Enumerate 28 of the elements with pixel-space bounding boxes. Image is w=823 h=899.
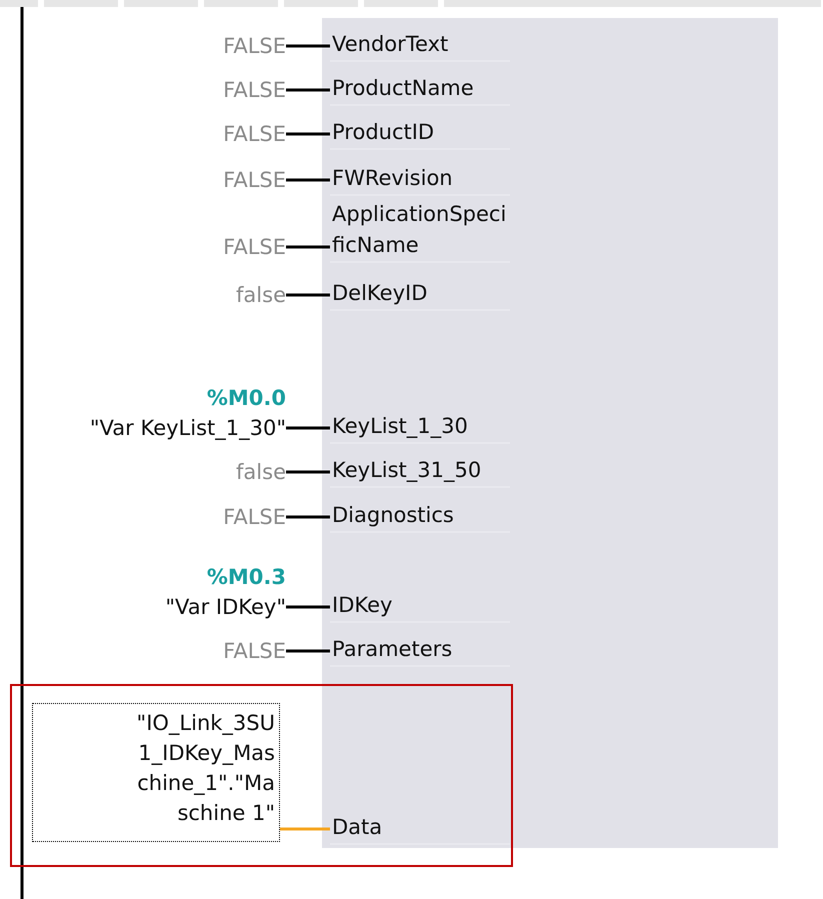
- connector-line: [286, 606, 330, 608]
- connector-line: [286, 44, 330, 48]
- address-label: %M0.3: [206, 564, 286, 591]
- constant-value: false: [86, 457, 286, 487]
- symbol-label: "Var IDKey": [164, 594, 286, 621]
- variable-name: "IO_Link_3SU1_IDKey_Maschine_1"."Maschine 1": [136, 710, 275, 827]
- constant-value: FALSE: [86, 165, 286, 195]
- constant-value: FALSE: [86, 502, 286, 532]
- connector-line: [286, 516, 330, 518]
- connector-line: [286, 88, 330, 92]
- connector-line: [286, 178, 330, 182]
- variable-box: [32, 703, 280, 842]
- address-label: %M0.0: [206, 385, 286, 412]
- function-block: [322, 18, 778, 848]
- constant-value: FALSE: [86, 636, 286, 666]
- constant-value: FALSE: [86, 232, 286, 262]
- connector-line: [280, 828, 330, 830]
- constant-value: FALSE: [86, 119, 286, 149]
- constant-value: FALSE: [86, 75, 286, 105]
- connector-line: [286, 294, 330, 296]
- constant-value: FALSE: [86, 31, 286, 61]
- connector-line: [286, 650, 330, 652]
- connector-line: [286, 426, 330, 430]
- connector-line: [286, 132, 330, 136]
- constant-value: false: [86, 280, 286, 310]
- symbol-label: "Var KeyList_1_30": [88, 415, 286, 442]
- connector-line: [286, 470, 330, 474]
- connector-line: [286, 246, 330, 248]
